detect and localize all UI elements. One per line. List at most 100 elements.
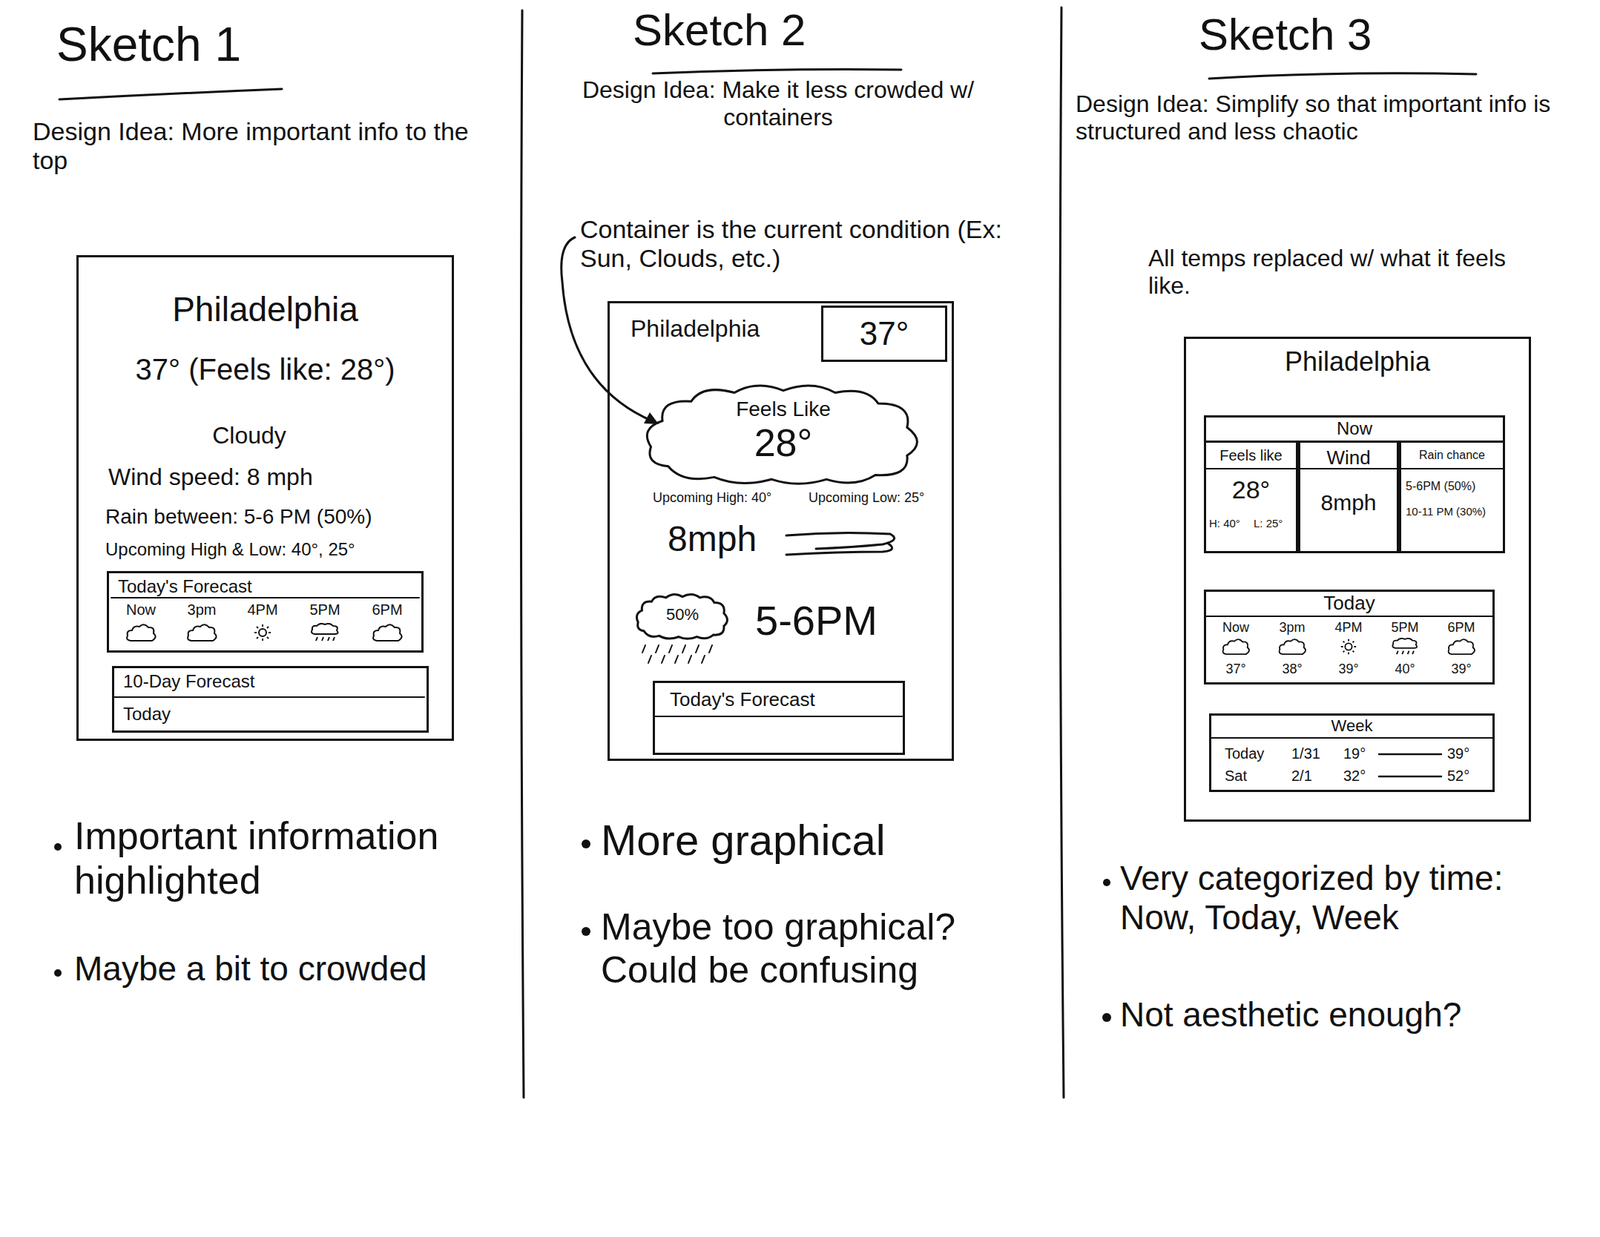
node-text: 28° [639, 421, 928, 466]
node-text: 10-11 PM (30%) [1405, 505, 1486, 518]
weather-icon [126, 624, 156, 641]
node-text: 5PM [298, 601, 351, 619]
node-text: Rain chance [1401, 448, 1503, 463]
node-text: 5-6PM (50%) [1405, 479, 1476, 494]
node-text: Sat [1224, 767, 1247, 785]
heading-underline [59, 89, 282, 100]
data-cell: Feels like 28° H: 40° L: 25° [1203, 440, 1299, 554]
note-text: Maybe too graphical? Could be confusing [600, 906, 1032, 992]
node-text: Today [1224, 745, 1264, 763]
weather-icon [1279, 639, 1307, 655]
weather-icon [254, 624, 271, 641]
forecast-box: Today's Forecast [652, 680, 905, 756]
forecast-box: Today's ForecastNow3pm4PM5PM6PM [106, 571, 424, 653]
node-text: Today's Forecast [669, 689, 816, 712]
node-text: 8mph [667, 518, 757, 560]
node-text: Today [123, 703, 171, 725]
data-cell: Wind 8mph [1298, 440, 1399, 554]
node-text: 3pm [1266, 620, 1318, 636]
section-box: WeekToday1/3119°39°Sat2/132°52° [1209, 713, 1495, 793]
range-bar [1378, 754, 1442, 777]
bullet [54, 969, 62, 977]
forecast-box: 10-Day ForecastToday [112, 666, 429, 733]
design-idea: Design Idea: Simplify so that important … [1075, 90, 1588, 146]
node-text: 4PM [236, 601, 289, 619]
rain-cloud: 50% [634, 591, 731, 641]
node-text: Rain between: 5-6 PM (50%) [105, 505, 373, 529]
design-idea: Design Idea: Make it less crowded w/ con… [537, 76, 1020, 132]
node-text: Philadelphia [630, 315, 760, 343]
node-text: Upcoming Low: 25° [808, 490, 925, 506]
divider-line [114, 696, 425, 699]
node-text: Today [1206, 592, 1493, 615]
wind-squiggle [786, 532, 895, 555]
node-text: 28° [1206, 475, 1296, 505]
phone-frame: PhiladelphiaNowFeels like 28° H: 40° L: 25°… [1183, 336, 1532, 822]
data-cell: Rain chance 5-6PM (50%) 10-11 PM (30%) [1398, 440, 1506, 554]
heading-underline [652, 69, 902, 74]
node-text: L: 25° [1253, 517, 1283, 530]
bullet [1103, 878, 1111, 887]
node-text: Upcoming High & Low: 40°, 25° [105, 539, 356, 561]
node-text: 39° [1436, 661, 1487, 678]
callout-text: Container is the current condition (Ex: … [580, 215, 1055, 273]
sketch-heading: Sketch 1 [56, 17, 242, 73]
bullet [581, 927, 591, 937]
heading-underline [1209, 73, 1477, 79]
node-text: Feels like [1206, 447, 1296, 465]
node-text: 4PM [1323, 620, 1374, 636]
section-box: NowFeels like28°H: 40°L: 25°Wind8mphRain… [1203, 415, 1506, 554]
node-text: Upcoming High: 40° [652, 490, 772, 506]
node-text: Now [1206, 418, 1503, 440]
node-text: 10-Day Forecast [123, 671, 255, 693]
node-text: 50% [634, 605, 731, 624]
node-text: Week [1211, 716, 1493, 736]
node-text: Cloudy [167, 422, 331, 450]
node-text: 37° [1210, 661, 1262, 678]
note-text: Maybe a bit to crowded [74, 949, 516, 989]
sketch-heading: Sketch 3 [1198, 8, 1372, 61]
node-text: H: 40° [1209, 517, 1241, 530]
node-text: Wind [1300, 447, 1397, 470]
sketch-heading: Sketch 2 [632, 4, 806, 56]
rain-drops [642, 645, 713, 664]
weather-icon [1448, 639, 1476, 655]
note-text: Not aesthetic enough? [1120, 995, 1580, 1035]
node-text: 39° [1447, 745, 1470, 763]
phone-frame: Philadelphia37° (Feels like: 28°)CloudyW… [76, 255, 454, 742]
node-text: 40° [1379, 661, 1431, 678]
note-text: Very categorized by time: Now, Today, We… [1120, 858, 1580, 938]
divider-line [654, 715, 902, 718]
node-text: 37° [823, 315, 946, 354]
node-text: Philadelphia [78, 290, 452, 330]
node-text: 32° [1343, 767, 1366, 785]
node-text: 3pm [175, 601, 228, 619]
node-text: Feels Like [639, 397, 928, 422]
node-text: 38° [1266, 661, 1318, 678]
bullet [54, 843, 62, 851]
node-text: Now [114, 601, 167, 619]
node-text: 5PM [1379, 620, 1431, 636]
divider-line [111, 597, 420, 599]
divider-line [1211, 737, 1493, 739]
weather-icon [1392, 638, 1417, 655]
node-text: 5-6PM [755, 597, 878, 645]
design-note: All temps replaced w/ what it feels like… [1148, 244, 1549, 300]
column-divider [520, 10, 524, 1098]
weather-icon [1223, 639, 1250, 655]
bullet [1102, 1013, 1112, 1023]
cloud-container: Feels Like28° [639, 379, 928, 489]
node-text: 39° [1323, 661, 1374, 678]
node-text: 1/31 [1291, 745, 1321, 763]
bullet [581, 839, 591, 849]
weather-icon [187, 624, 216, 641]
note-text: Important information highlighted [74, 814, 505, 904]
node-text: Philadelphia [1186, 346, 1529, 377]
value-box: 37° [821, 305, 948, 362]
phone-frame: PhiladelphiaUpcoming High: 40° Upcoming L… [607, 301, 954, 762]
node-text: 2/1 [1291, 767, 1313, 785]
weather-icon [311, 623, 338, 641]
node-text: 8mph [1300, 490, 1397, 517]
node-text: 52° [1447, 767, 1470, 785]
design-idea: Design Idea: More important info to the … [32, 117, 493, 176]
